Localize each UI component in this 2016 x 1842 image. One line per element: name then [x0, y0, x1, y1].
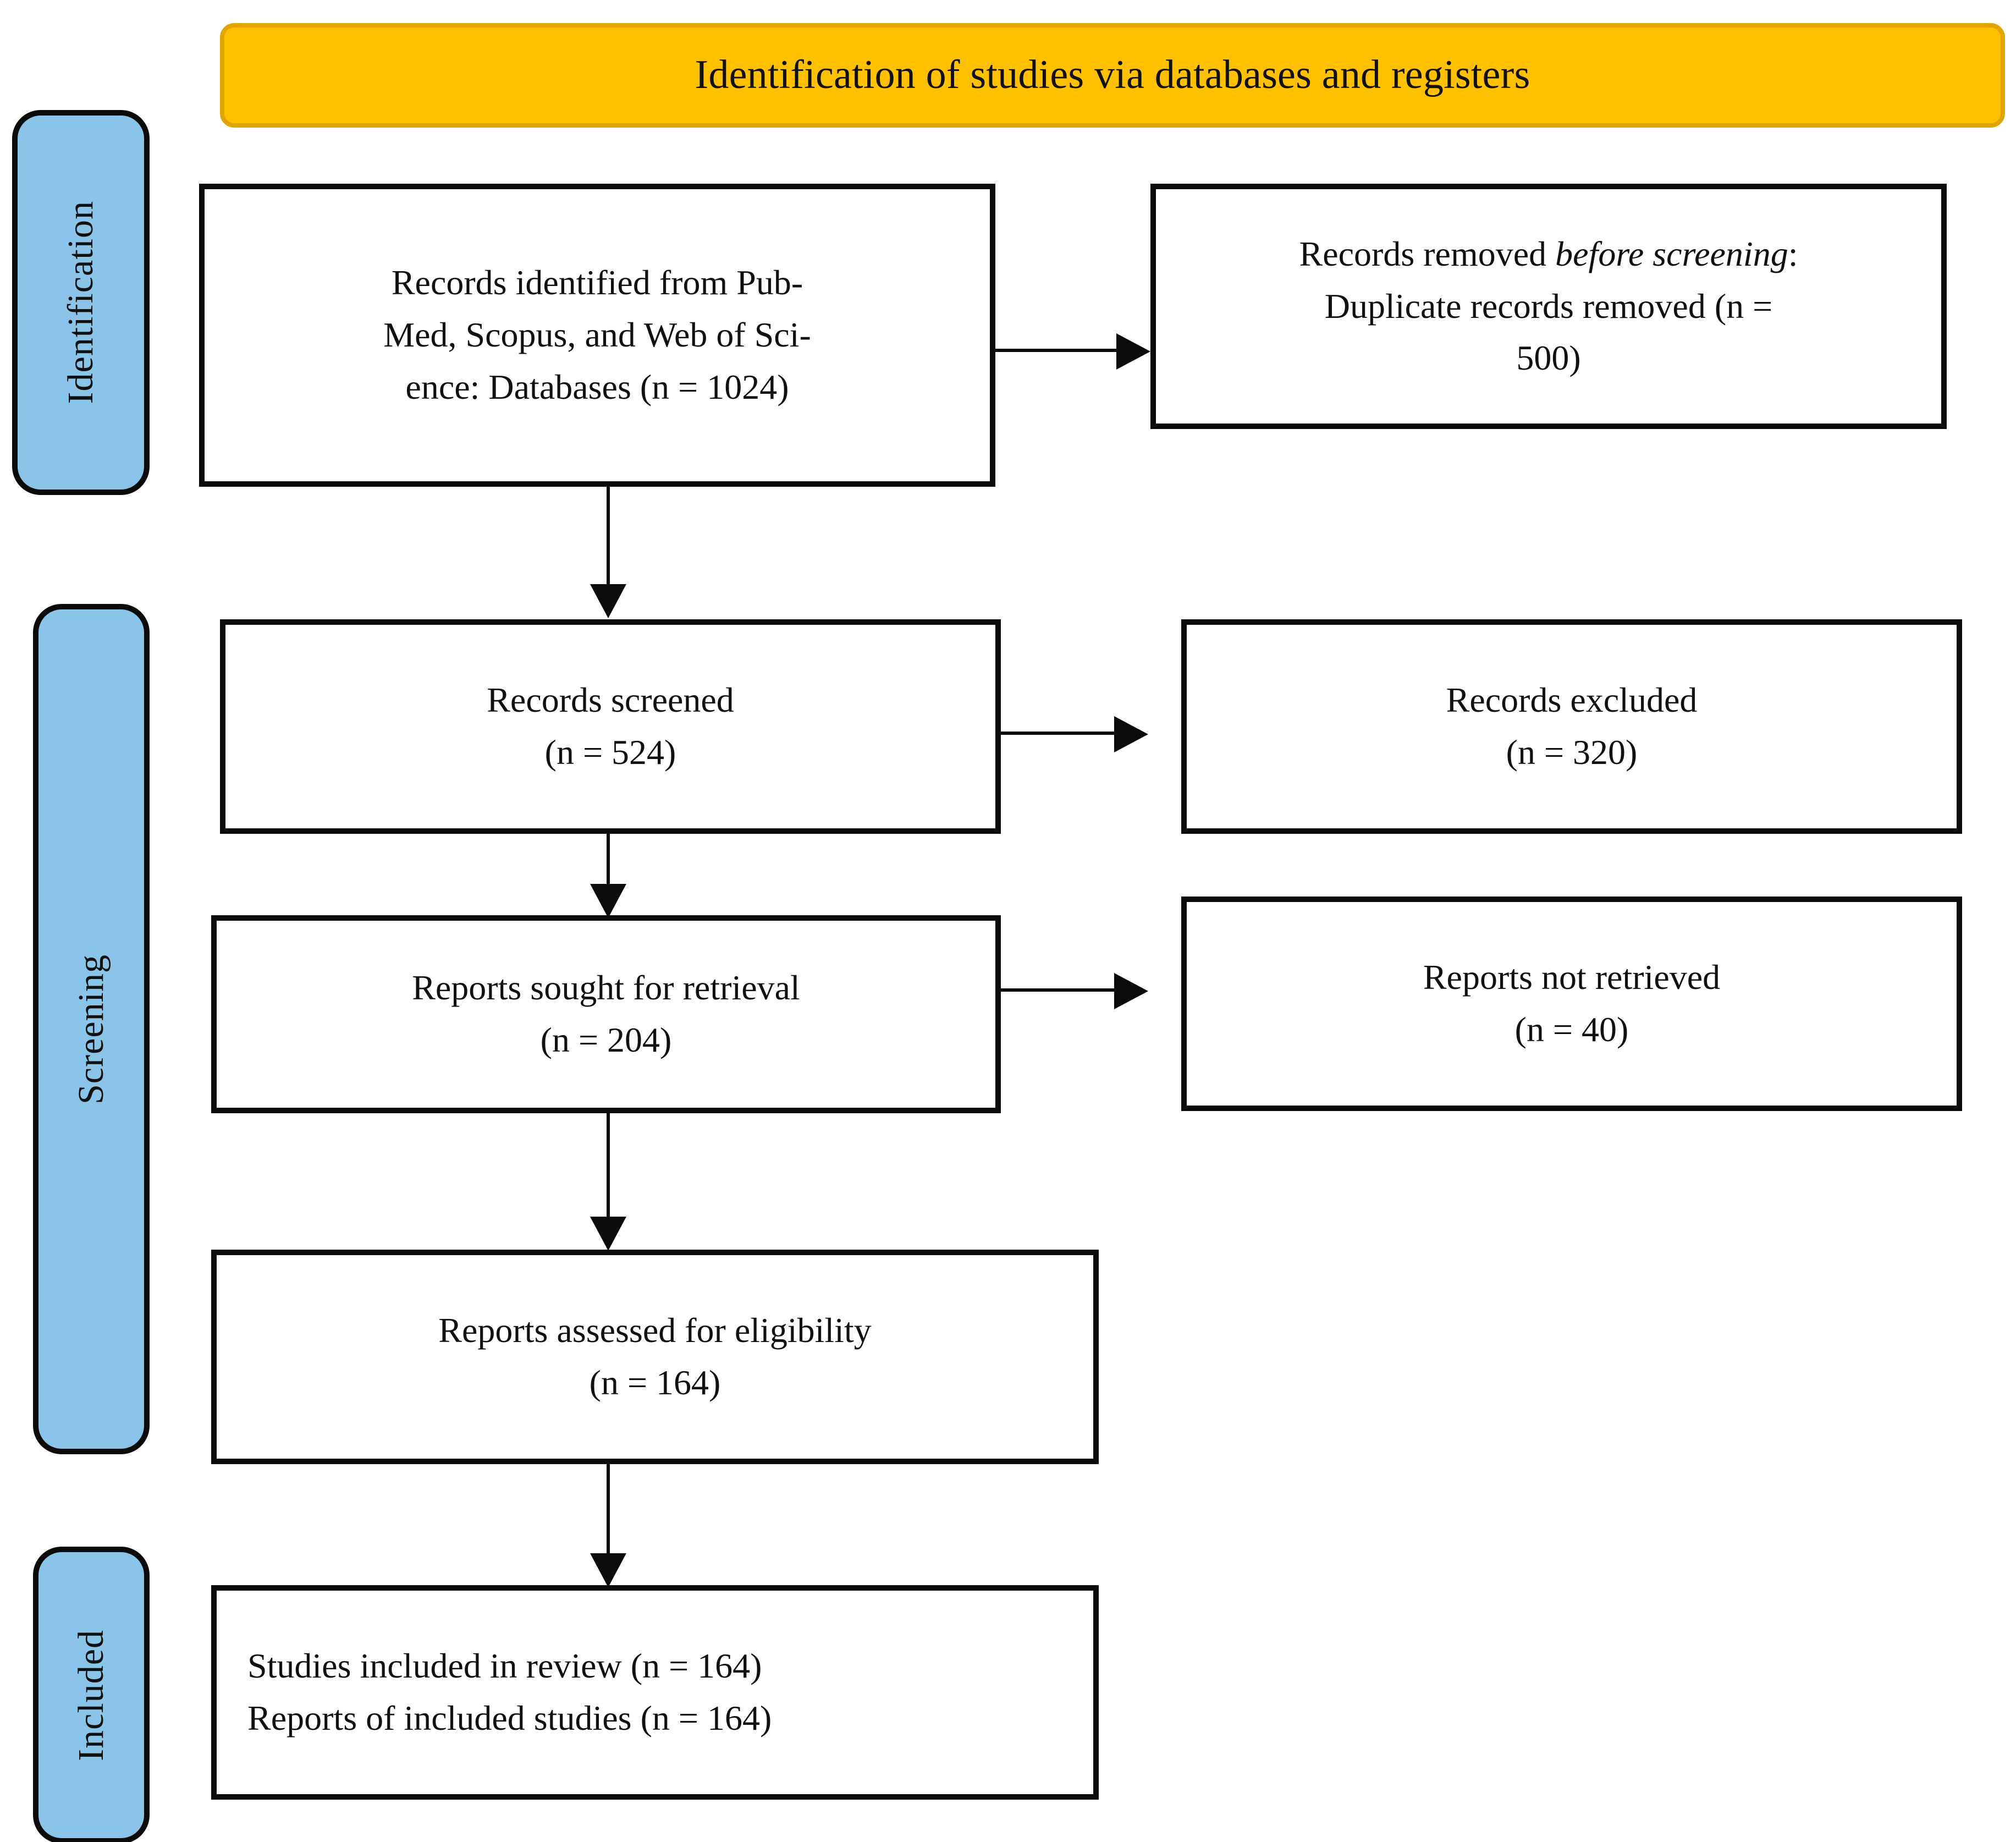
- box-reports-assessed-line-1: Reports assessed for eligibility: [438, 1311, 872, 1350]
- banner-title: Identification of studies via databases …: [695, 52, 1530, 98]
- box-records-excluded-line-2: (n = 320): [1506, 733, 1638, 772]
- box-records-excluded-line-1: Records excluded: [1446, 680, 1698, 720]
- box-records-identified-line-3: ence: Databases (n = 1024): [405, 367, 789, 406]
- connector-screened-to-sought-arrowhead: [590, 884, 626, 918]
- connector-screened-to-excluded-shaft: [1001, 732, 1115, 735]
- connector-screened-to-excluded-arrowhead: [1114, 716, 1148, 752]
- stage-label-identification: Identification: [60, 201, 101, 404]
- box-studies-included: Studies included in review (n = 164) Rep…: [211, 1585, 1099, 1800]
- stage-pill-identification: Identification: [12, 110, 150, 495]
- connector-assessed-to-included-arrowhead: [590, 1553, 626, 1587]
- box-records-removed-line-3: 500): [1516, 338, 1581, 378]
- box-reports-assessed-line-2: (n = 164): [589, 1363, 721, 1402]
- box-reports-assessed-for-eligibility: Reports assessed for eligibility (n = 16…: [211, 1250, 1099, 1464]
- box-reports-not-retrieved-line-2: (n = 40): [1514, 1010, 1629, 1049]
- connector-identified-to-removed-arrowhead: [1116, 333, 1150, 370]
- banner-identification-via-databases: Identification of studies via databases …: [220, 23, 2005, 128]
- box-records-identified-line-1: Records identified from Pub-: [391, 263, 803, 303]
- box-studies-included-line-2: Reports of included studies (n = 164): [247, 1698, 772, 1737]
- records-removed-italic: before screening: [1555, 234, 1788, 273]
- box-records-identified: Records identified from Pub- Med, Scopus…: [199, 184, 995, 487]
- stage-pill-included: Included: [33, 1547, 150, 1842]
- box-records-screened: Records screened (n = 524): [220, 619, 1001, 834]
- connector-sought-to-assessed-arrowhead: [590, 1217, 626, 1251]
- records-removed-prefix: Records removed: [1299, 234, 1556, 273]
- box-records-screened-line-2: (n = 524): [544, 733, 676, 772]
- connector-sought-to-not-retrieved-arrowhead: [1114, 973, 1148, 1009]
- box-records-identified-line-2: Med, Scopus, and Web of Sci-: [383, 315, 811, 355]
- stage-label-included: Included: [71, 1629, 111, 1761]
- box-reports-sought-line-2: (n = 204): [540, 1020, 672, 1059]
- box-reports-sought-line-1: Reports sought for retrieval: [412, 968, 800, 1008]
- stage-pill-screening: Screening: [33, 604, 150, 1454]
- connector-screened-to-sought-shaft: [607, 834, 610, 894]
- box-records-screened-line-1: Records screened: [487, 680, 734, 720]
- connector-sought-to-not-retrieved-shaft: [1001, 988, 1115, 992]
- box-reports-not-retrieved: Reports not retrieved (n = 40): [1181, 897, 1962, 1111]
- connector-identified-to-screened-shaft: [607, 487, 610, 593]
- box-records-removed-line-1: Records removed before screening:: [1299, 228, 1798, 281]
- box-records-excluded: Records excluded (n = 320): [1181, 619, 1962, 834]
- records-removed-suffix: :: [1788, 234, 1798, 273]
- connector-assessed-to-included-shaft: [607, 1464, 610, 1564]
- box-studies-included-line-1: Studies included in review (n = 164): [247, 1646, 762, 1686]
- box-records-removed-line-2: Duplicate records removed (n =: [1324, 286, 1773, 326]
- connector-identified-to-removed-shaft: [995, 349, 1117, 352]
- connector-sought-to-assessed-shaft: [607, 1113, 610, 1226]
- box-records-removed-before-screening: Records removed before screening: Duplic…: [1150, 184, 1947, 429]
- box-reports-sought-for-retrieval: Reports sought for retrieval (n = 204): [211, 915, 1001, 1113]
- connector-identified-to-screened-arrowhead: [590, 584, 626, 618]
- box-reports-not-retrieved-line-1: Reports not retrieved: [1423, 958, 1721, 997]
- stage-label-screening: Screening: [71, 954, 111, 1104]
